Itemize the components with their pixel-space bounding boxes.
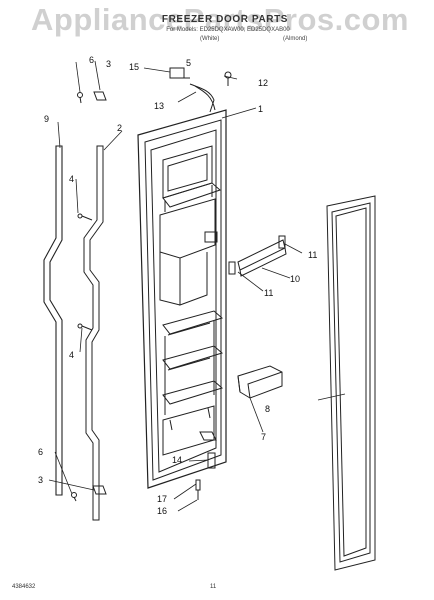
callout-11-lower: 11 xyxy=(264,288,273,298)
callout-3-top: 3 xyxy=(106,59,111,69)
callout-8: 8 xyxy=(265,404,270,414)
handle-trim-strip xyxy=(43,145,63,496)
page-number: 11 xyxy=(210,584,217,590)
callout-17: 17 xyxy=(157,494,167,504)
callout-13: 13 xyxy=(154,101,164,111)
callout-9: 9 xyxy=(44,114,49,124)
callout-labels: 1 2 3 3 4 4 5 6 6 7 8 9 10 11 11 12 13 1… xyxy=(38,55,317,516)
door-handle-bar xyxy=(83,145,104,521)
door-bin xyxy=(237,365,283,399)
callout-5: 5 xyxy=(186,58,191,68)
callout-6-bottom: 6 xyxy=(38,447,43,457)
bottom-hinge-parts xyxy=(195,431,217,500)
top-hinge-assembly xyxy=(169,67,232,113)
model-list: For Models: ED25DQXAW00, ED25DQXAB00 xyxy=(166,27,290,33)
leader-lines xyxy=(48,60,346,512)
callout-1: 1 xyxy=(258,104,263,114)
callout-11-upper: 11 xyxy=(308,250,317,260)
callout-4-upper: 4 xyxy=(69,174,74,184)
document-number: 4384632 xyxy=(12,584,36,590)
callout-4-lower: 4 xyxy=(69,350,74,360)
door-gasket xyxy=(326,195,376,571)
callout-16: 16 xyxy=(157,506,167,516)
watermark-text: AppliancePartsPros.com xyxy=(31,2,409,37)
dispenser-trim xyxy=(228,235,287,277)
callout-2: 2 xyxy=(117,123,122,133)
hinge-hardware xyxy=(71,91,107,502)
callout-14: 14 xyxy=(172,455,182,465)
callout-15: 15 xyxy=(129,62,139,72)
freezer-door-panel xyxy=(137,109,227,489)
callout-3-bottom: 3 xyxy=(38,475,43,485)
diagram-title: FREEZER DOOR PARTS xyxy=(161,14,289,25)
variant-white: (White) xyxy=(200,36,220,42)
callout-12: 12 xyxy=(258,78,268,88)
variant-almond: (Almond) xyxy=(283,36,308,42)
callout-10: 10 xyxy=(290,274,300,284)
callout-6-top: 6 xyxy=(89,55,94,65)
callout-7: 7 xyxy=(261,432,266,442)
